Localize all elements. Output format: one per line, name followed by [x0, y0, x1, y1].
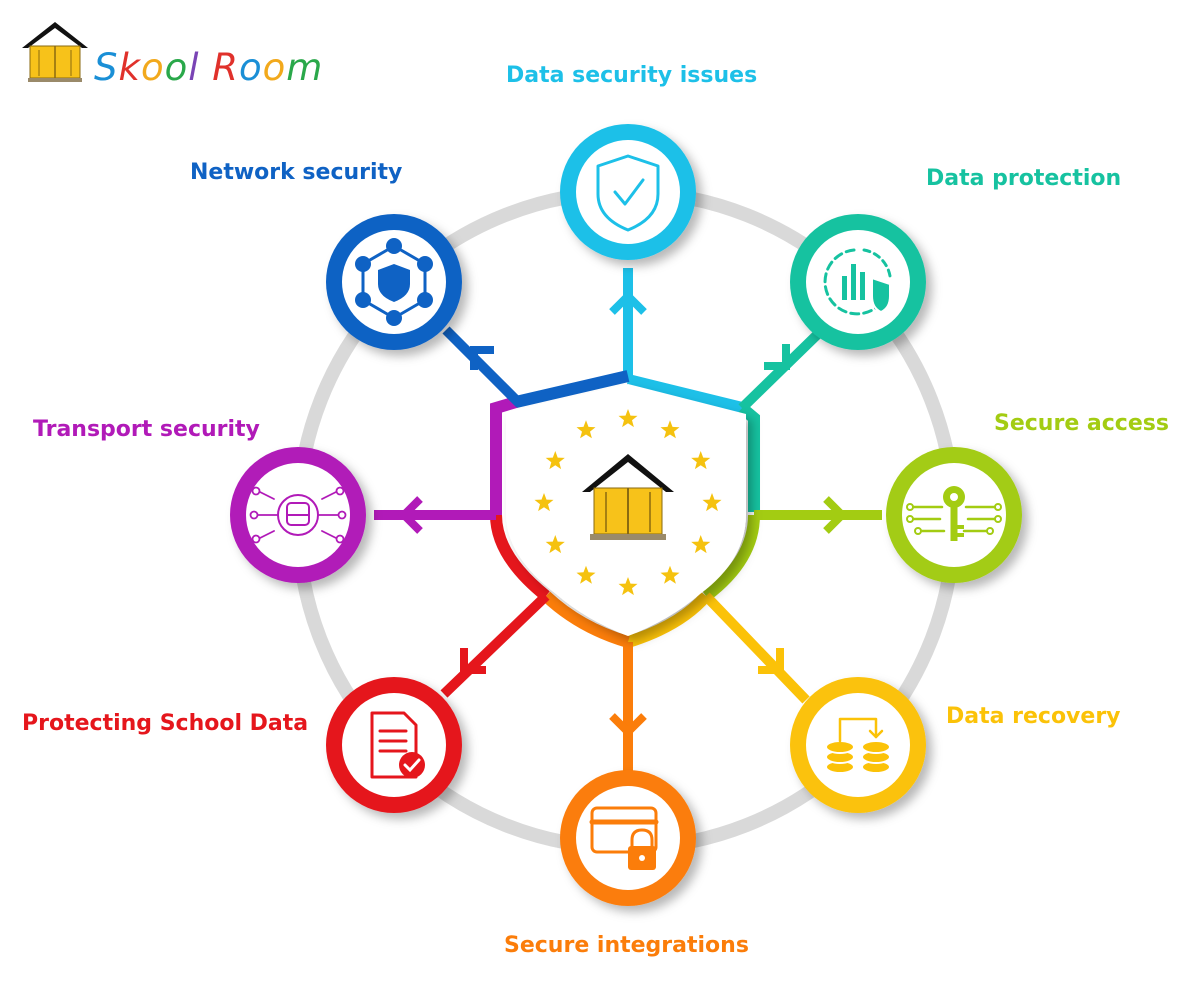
chevron-up-right-icon: [764, 344, 790, 370]
card-lock-icon: [589, 806, 659, 870]
chevron-down-right-icon: [758, 648, 784, 674]
node-data-protection: [790, 214, 926, 350]
chevron-left-icon: [398, 496, 423, 534]
node-label: Secure access: [994, 411, 1169, 436]
chevron-up-left-icon: [470, 346, 494, 370]
shield-border-right-lower: [702, 514, 760, 601]
star-icon: [534, 493, 554, 512]
document-check-icon: [370, 711, 425, 779]
connector-network-security: [442, 326, 524, 408]
shield-check-icon: [596, 154, 660, 232]
star-icon: [545, 535, 565, 554]
shield-border-right-upper: [738, 403, 760, 512]
node-protecting-school-data: [326, 677, 462, 813]
node-label: Data protection: [926, 166, 1122, 191]
node-inner: [342, 693, 446, 797]
network-shield-icon: [355, 238, 433, 326]
star-icon: [702, 493, 722, 512]
node-label: Protecting School Data: [22, 711, 309, 736]
brand-wordmark: Skool Room: [94, 46, 324, 89]
chevron-up-icon: [609, 290, 647, 315]
node-label: Transport security: [33, 417, 260, 442]
star-icon: [660, 565, 680, 584]
star-icon: [576, 565, 596, 584]
connector-protecting-school-data: [440, 592, 550, 698]
chevron-right-icon: [823, 496, 848, 534]
shield-border-bottom-right: [626, 591, 711, 648]
bus-network-icon: [249, 486, 347, 544]
brand-house-icon: [22, 22, 88, 82]
shield-border-left-upper: [490, 396, 518, 515]
shield-border-left-lower: [490, 514, 550, 601]
node-inner: [806, 693, 910, 797]
chevron-down-left-icon: [460, 648, 486, 674]
star-icon: [691, 535, 711, 554]
star-icon: [545, 451, 565, 470]
star-ring: [534, 409, 722, 596]
node-label: Network security: [190, 160, 403, 185]
node-label: Data recovery: [946, 704, 1121, 729]
shield-border-bottom-left: [541, 591, 630, 648]
node-secure-access: [886, 447, 1022, 583]
node-transport-security: [230, 447, 366, 583]
node-inner: [806, 230, 910, 334]
node-data-recovery: [790, 677, 926, 813]
database-sync-icon: [825, 717, 891, 774]
shield-border-top-left: [514, 370, 630, 408]
star-icon: [660, 420, 680, 439]
node-label: Secure integrations: [504, 933, 749, 958]
key-circuit-icon: [906, 486, 1002, 541]
shield-border-top-right: [626, 374, 744, 414]
star-icon: [691, 451, 711, 470]
house-logo-icon: [582, 454, 674, 540]
connectors: [374, 268, 882, 774]
star-icon: [618, 409, 638, 428]
chart-shield-icon: [823, 248, 892, 316]
node-data-security-issues: [560, 124, 696, 260]
chevron-down-icon: [609, 713, 647, 738]
node-secure-integrations: [560, 770, 696, 906]
star-icon: [618, 577, 638, 596]
node-label: Data security issues: [506, 63, 758, 88]
connector-data-recovery: [702, 592, 810, 704]
star-icon: [576, 420, 596, 439]
node-network-security: [326, 214, 462, 350]
